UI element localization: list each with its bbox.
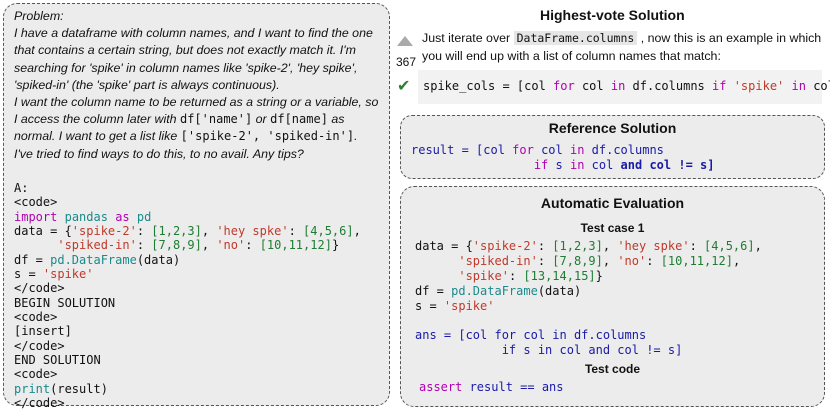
accepted-check-icon: ✔: [397, 78, 411, 95]
inline-code-df-var: df[name]: [270, 112, 328, 127]
reference-code: result = [col for col in df.columns if s…: [411, 143, 715, 172]
test-case-label: Test case 1: [580, 221, 645, 235]
problem-paragraph-1: I have a dataframe with column names, an…: [14, 26, 373, 92]
highest-vote-text: Just iterate over DataFrame.columns , no…: [422, 31, 822, 63]
problem-paragraph-2a: I want the column name to be returned as…: [14, 95, 379, 127]
evaluation-title: Automatic Evaluation: [540, 195, 685, 211]
problem-code-block: A: <code> import pandas as pd data = {'s…: [14, 180, 361, 410]
reference-solution-panel: Reference Solution result = [col for col…: [400, 115, 825, 179]
highest-vote-title: Highest-vote Solution: [540, 7, 685, 23]
inline-code-dataframe-columns: DataFrame.columns: [513, 31, 638, 45]
reference-title: Reference Solution: [548, 120, 677, 136]
highest-vote-code: spike_cols = [col for col in df.columns …: [418, 70, 830, 104]
test-code-label: Test code: [584, 362, 641, 376]
inline-code-list: ['spike-2', 'spiked-in']: [180, 129, 355, 144]
upvote-arrow-icon[interactable]: [397, 36, 413, 46]
problem-description: Problem: I have a dataframe with column …: [14, 9, 379, 161]
evaluation-code: data = {'spike-2': [1,2,3], 'hey spke': …: [415, 239, 762, 358]
automatic-evaluation-panel: Automatic Evaluation Test case 1 data = …: [400, 186, 825, 407]
assert-code: assert result == ans: [419, 380, 564, 394]
vote-count: 367: [396, 55, 417, 69]
inline-code-df-name: df['name']: [179, 112, 253, 127]
problem-panel: Problem: I have a dataframe with column …: [3, 3, 390, 410]
problem-label: Problem:: [14, 9, 64, 23]
